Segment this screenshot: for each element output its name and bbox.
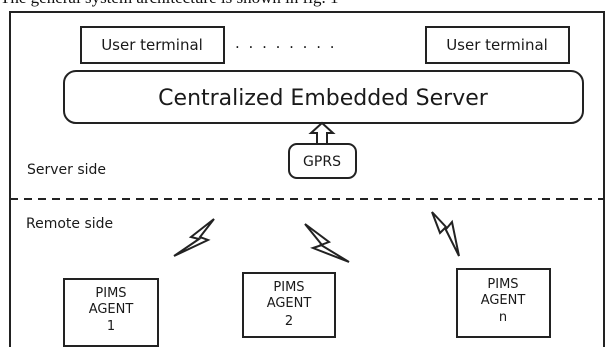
pims-agent-1-line1: PIMS (95, 286, 126, 301)
user-terminal-right-box (425, 26, 570, 64)
diagram-frame (9, 11, 605, 347)
user-terminal-left-label: User terminal (101, 36, 203, 54)
central-server-label: Centralized Embedded Server (158, 86, 489, 111)
pims-agent-1-box (63, 278, 159, 347)
gprs-label: GPRS (303, 154, 341, 170)
lightning-icon (304, 223, 350, 263)
pims-agent-1-line2: AGENT (89, 302, 134, 317)
pims-agent-n-line3: n (499, 310, 507, 325)
gprs-box (288, 143, 357, 179)
lightning-icon (173, 218, 215, 257)
remote-side-label: Remote side (26, 216, 113, 232)
pims-agent-2-line2: AGENT (267, 296, 312, 311)
pims-agent-2-line3: 2 (285, 314, 293, 329)
pims-agent-2-line1: PIMS (273, 280, 304, 295)
central-server-box (63, 70, 584, 124)
lightning-icon (431, 211, 460, 257)
user-terminal-left-box (80, 26, 225, 64)
pims-agent-2-box (242, 272, 336, 338)
figure-caption: The general system architecture is shown… (0, 0, 613, 8)
pims-agent-1-line3: 1 (107, 319, 115, 334)
user-terminal-right-label: User terminal (446, 36, 548, 54)
pims-agent-n-line2: AGENT (481, 293, 526, 308)
terminal-ellipsis: . . . . . . . . (235, 34, 337, 52)
server-side-label: Server side (27, 162, 106, 178)
up-arrow-icon (308, 121, 336, 145)
pims-agent-n-box (456, 268, 551, 338)
pims-agent-n-line1: PIMS (487, 277, 518, 292)
